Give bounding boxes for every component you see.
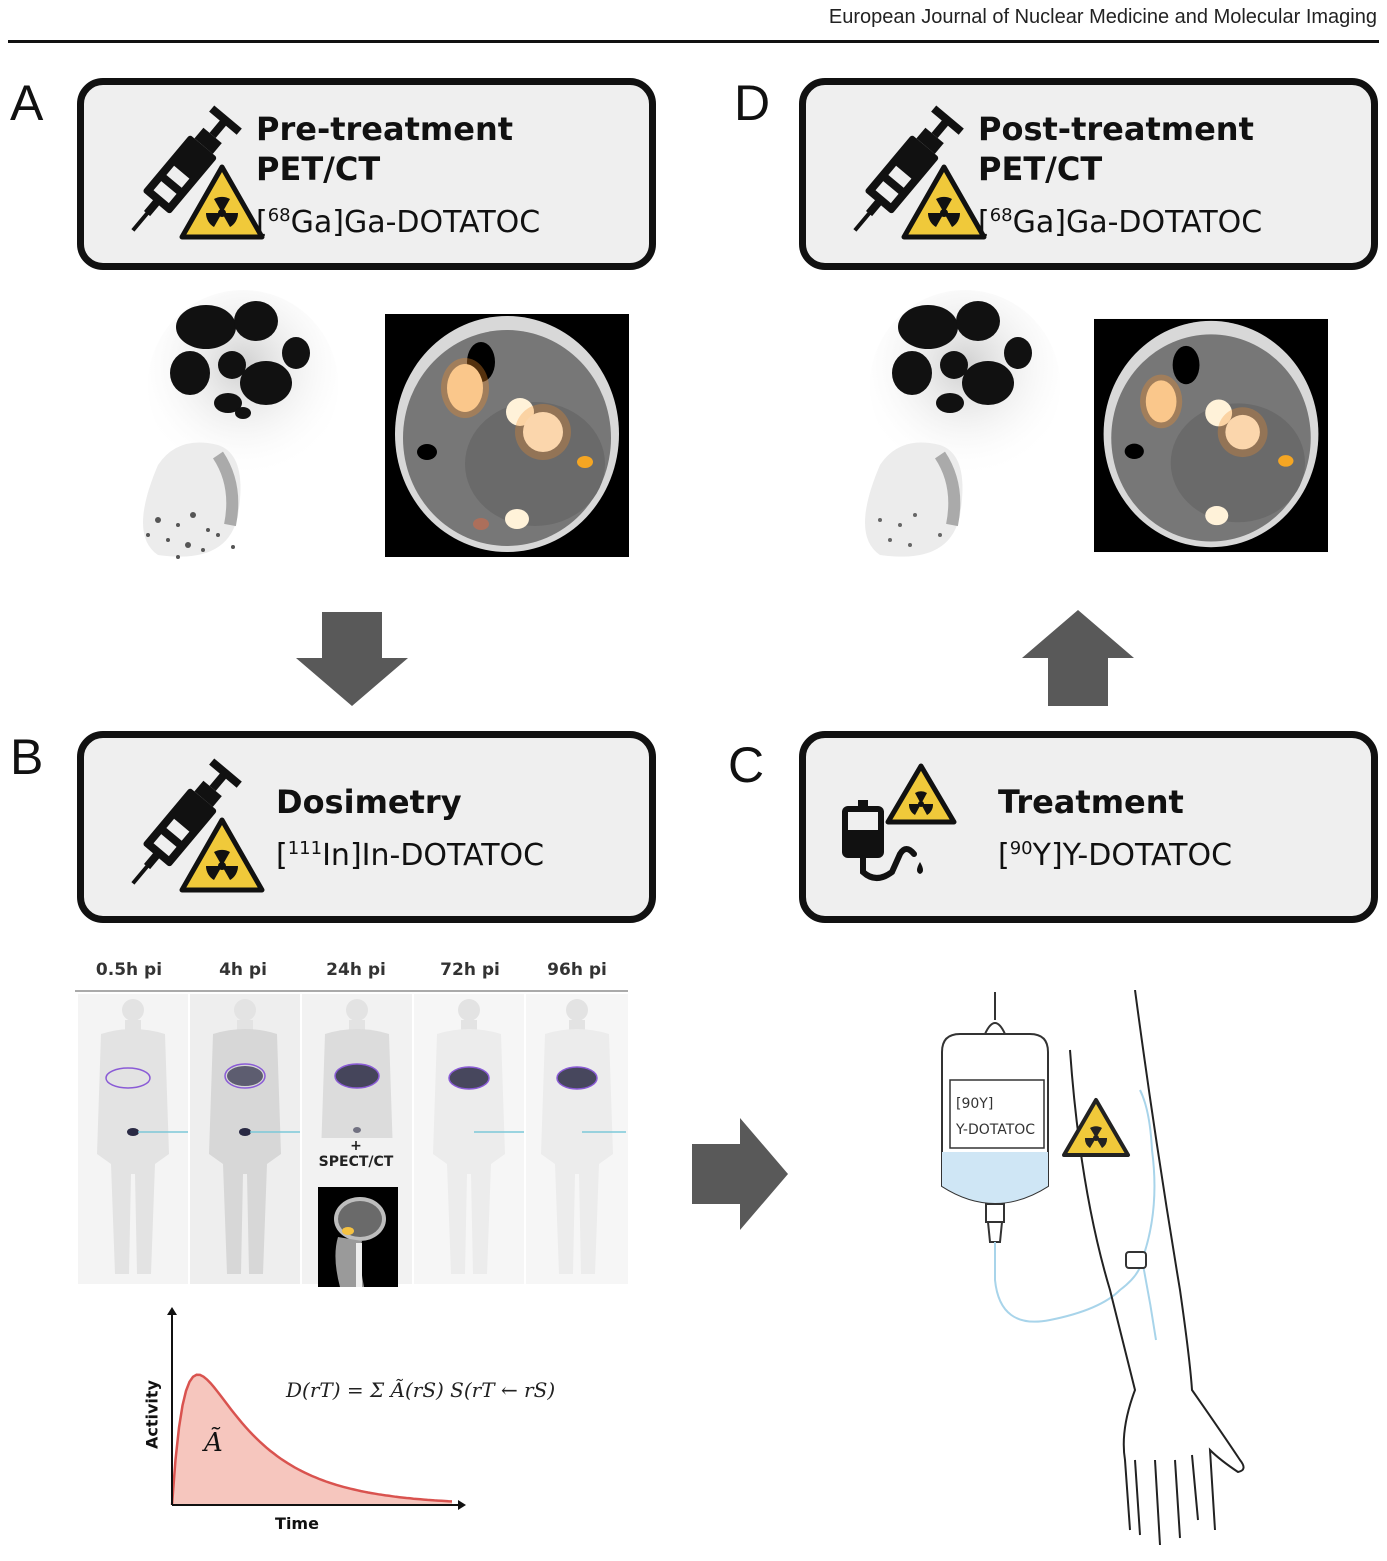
arrow-up-icon <box>1022 610 1134 706</box>
syringe-hazard-icon <box>853 105 987 240</box>
pet-ct-image-pre <box>385 314 629 557</box>
arrow-down-icon <box>296 612 408 706</box>
arrow-right-icon <box>692 1118 788 1230</box>
card-title: Dosimetry <box>276 783 462 821</box>
pet-mip-image-post <box>865 290 1060 557</box>
panel-letter-b: B <box>10 729 44 785</box>
spect-ct-image <box>318 1187 398 1287</box>
y-axis-arrow-icon <box>167 1307 177 1315</box>
panel-letter-a: A <box>10 75 44 131</box>
syringe-hazard-icon <box>131 105 265 240</box>
curve-line <box>170 1373 453 1506</box>
panel-letter-d: D <box>734 75 771 131</box>
header-rule <box>8 40 1379 43</box>
iv-bag-label-line1: [90Y] <box>956 1096 994 1112</box>
x-axis-arrow-icon <box>458 1500 466 1510</box>
iv-bag-label-line2: Y-DOTATOC <box>956 1122 1036 1138</box>
panel-letter-c: C <box>728 737 765 793</box>
card-treatment: Treatment [90Y]Y-DOTATOC <box>799 731 1378 923</box>
pet-mip-image-pre <box>143 290 338 559</box>
timepoint-label: 4h pi <box>219 960 267 980</box>
card-title: Treatment <box>998 783 1184 821</box>
iv-infusion-illustration <box>941 990 1245 1546</box>
tracer-label: [111In]In-DOTATOC <box>276 838 545 873</box>
iv-bag-hazard-icon <box>842 763 957 881</box>
tracer-label: [68Ga]Ga-DOTATOC <box>978 205 1263 240</box>
pet-ct-image-post <box>1094 318 1328 553</box>
x-axis-label: Time <box>275 1514 319 1533</box>
card-title: Post-treatment PET/CT <box>978 110 1254 188</box>
cumulated-activity-symbol: Ã <box>204 1428 223 1458</box>
card-title: Pre-treatment PET/CT <box>256 110 514 188</box>
dose-formula: D(rT) = Σ Ã(rS) S(rT ← rS) <box>286 1378 556 1402</box>
card-dosimetry: Dosimetry [111In]In-DOTATOC <box>77 731 656 923</box>
timepoint-label: 96h pi <box>547 960 607 980</box>
spect-ct-label: + SPECT/CT <box>306 1138 406 1170</box>
time-activity-curve <box>167 1307 466 1510</box>
scan-strip-rule <box>75 990 628 992</box>
timepoint-label: 24h pi <box>326 960 386 980</box>
card-post-treatment: Post-treatment PET/CT [68Ga]Ga-DOTATOC <box>799 78 1378 270</box>
timepoint-label: 0.5h pi <box>95 960 163 980</box>
tracer-label: [90Y]Y-DOTATOC <box>998 838 1233 873</box>
curve-area <box>172 1374 452 1505</box>
tracer-label: [68Ga]Ga-DOTATOC <box>256 205 541 240</box>
y-axis-label: Activity <box>142 1380 162 1449</box>
body-outline <box>97 999 613 1274</box>
card-pre-treatment: Pre-treatment PET/CT [68Ga]Ga-DOTATOC <box>77 78 656 270</box>
timepoint-label: 72h pi <box>440 960 500 980</box>
journal-name: European Journal of Nuclear Medicine and… <box>828 6 1377 28</box>
syringe-hazard-icon <box>131 758 265 893</box>
